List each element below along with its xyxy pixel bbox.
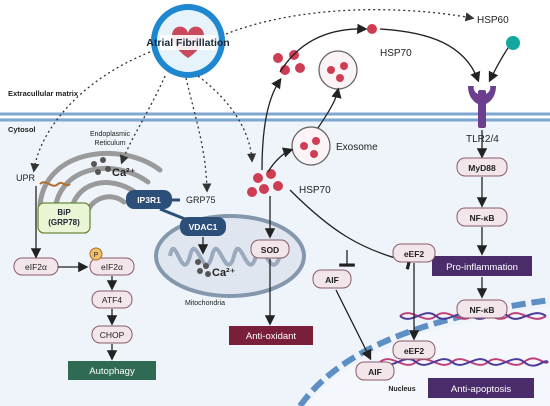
ca-er-label: Ca²⁺ <box>112 167 136 179</box>
vdac1-node <box>180 217 226 236</box>
nfkb-node-1 <box>456 207 508 227</box>
phosphate-mark <box>89 247 103 261</box>
title-label: Atrial Fibrillation <box>146 37 229 49</box>
er-pathway-arrows <box>30 186 118 361</box>
eif2a-left-label: eIF2α <box>25 262 47 272</box>
extracellular-label: Extracullular matrix <box>8 89 79 98</box>
nucleus-label: Nucleus <box>388 386 415 393</box>
ip3r1-label: IP3R1 <box>137 195 161 205</box>
hsp60-arrow <box>488 47 509 83</box>
hsp70-extracellular-cluster <box>273 50 305 75</box>
eif2a-right-label: eIF2α <box>101 262 123 272</box>
exosome-top <box>318 50 358 90</box>
bip-node <box>37 202 91 234</box>
grp75-label: GRP75 <box>186 195 216 205</box>
ip3r1-node <box>126 190 172 209</box>
mitochondria-label: Mitochondria <box>185 300 225 307</box>
exosome-label: Exosome <box>336 142 378 153</box>
antiapoptosis-label: Anti-apoptosis <box>451 384 511 395</box>
hsp-arrows <box>261 23 481 270</box>
hsp70-mid-label: HSP70 <box>299 185 331 196</box>
atf4-node <box>91 290 133 309</box>
aif-cyto-label: AIF <box>325 275 339 285</box>
antiapoptosis-box <box>428 378 534 398</box>
heart-icon <box>151 4 225 78</box>
tlr-receptor-icon <box>468 86 496 128</box>
chop-node <box>91 325 133 344</box>
hsp60-label: HSP60 <box>477 15 509 26</box>
eef2-cyto-label: eEF2 <box>404 249 425 259</box>
atf4-label: ATF4 <box>102 295 122 305</box>
hsp70-cytosol-cluster <box>247 169 283 197</box>
nfkb-label-1: NF-κB <box>469 213 494 223</box>
aif-translocation-arrow <box>335 289 372 361</box>
nfkb-node-2 <box>456 299 508 319</box>
bip-label: BiP(GRP78) <box>48 208 80 227</box>
aif-nuc-node <box>355 361 395 381</box>
myd88-node <box>456 157 508 177</box>
heart-dotted-arrows <box>30 9 475 193</box>
aif-nuc-label: AIF <box>368 367 382 377</box>
eef2-nuc-label: eEF2 <box>404 346 425 356</box>
ip3r1-vdac1-link <box>159 207 186 221</box>
antioxidant-box <box>229 326 313 345</box>
phosphate-label: P <box>94 252 99 259</box>
ca-mito-label: Ca²⁺ <box>212 267 236 279</box>
eif2a-right-node <box>89 257 135 276</box>
hsp70-top-label: HSP70 <box>380 48 412 59</box>
unfolded-protein-icon <box>39 181 71 187</box>
cytosol-label: Cytosol <box>8 125 36 134</box>
myd88-label: MyD88 <box>468 163 496 173</box>
dna-strand-lower <box>379 357 549 367</box>
ca-ions-er <box>91 157 111 175</box>
proinflammation-label: Pro-inflammation <box>446 262 518 273</box>
sod-node <box>250 239 290 259</box>
vdac1-label: VDAC1 <box>189 222 218 232</box>
eef2-cyto-node <box>392 243 436 263</box>
proinflammation-box <box>432 256 532 276</box>
upr-label: UPR <box>16 173 36 183</box>
eef2-nuc-node <box>392 340 436 360</box>
nfkb-label-2: NF-κB <box>469 305 494 315</box>
autophagy-box <box>68 361 156 380</box>
ca-ions-mito <box>195 259 211 277</box>
antioxidant-label: Anti-oxidant <box>246 331 297 342</box>
sod-label: SOD <box>261 245 279 255</box>
exosome-bottom <box>291 126 331 166</box>
autophagy-label: Autophagy <box>89 366 135 377</box>
hsp70-single-dot <box>367 24 377 34</box>
chop-label: CHOP <box>100 330 125 340</box>
hsp60-dot <box>506 36 520 50</box>
aif-cyto-node <box>312 269 352 289</box>
